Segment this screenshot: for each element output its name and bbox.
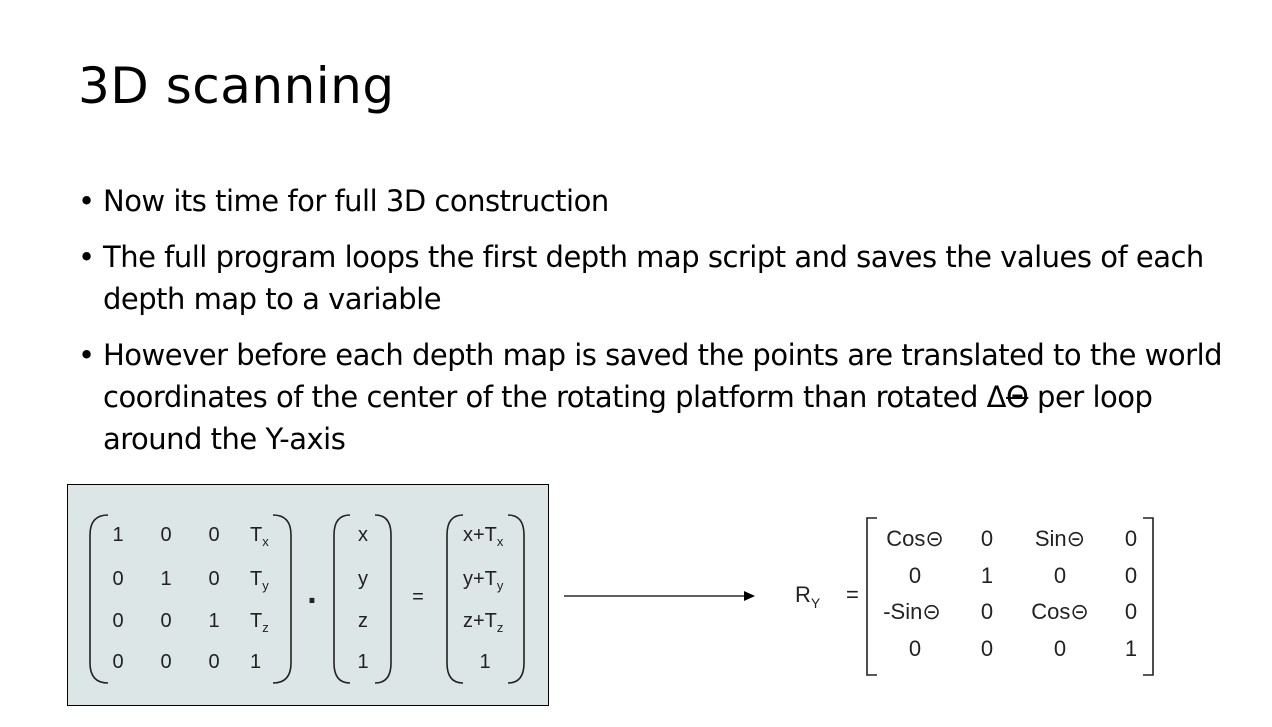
result-cell: 1	[479, 651, 490, 673]
rotation-cell: 0	[1054, 636, 1066, 661]
matrix-cell: 0	[160, 524, 171, 546]
translation-equation-svg: 1 0 0 Tx 0 1 0 Ty 0 0 1 Tz 0 0 0 1 . x y…	[89, 514, 525, 684]
bullet-item: • Now its time for full 3D construction	[78, 180, 1238, 222]
vector-cell: y	[358, 568, 368, 590]
rotation-cell: 1	[1125, 636, 1137, 661]
result-left-bracket	[446, 514, 464, 684]
result-cell-sub: y	[497, 578, 504, 593]
bullet-text: Now its time for full 3D construction	[103, 184, 609, 218]
result-cell-sub: z	[497, 620, 504, 635]
rotation-cell: 0	[1125, 526, 1137, 551]
rotation-matrix-image: RY = Cos⊝ 0 Sin⊝ 0 0 1 0 0 -Sin⊝ 0 Cos⊝ …	[795, 517, 1154, 676]
matrix-cell: 1	[208, 610, 219, 632]
bullet-marker: •	[78, 184, 95, 218]
result-cell: y+Ty	[463, 568, 504, 593]
rotation-label-sub: Y	[811, 595, 821, 611]
rotation-equals: =	[846, 582, 859, 607]
matrix-cell: 0	[112, 651, 123, 673]
matrix-cell-sub: z	[262, 620, 269, 635]
matrix-cell: Tz	[250, 610, 269, 635]
bullet-text-post: per loop around the Y-axis	[103, 380, 1153, 456]
rotation-brackets	[866, 517, 1154, 676]
bullet-text: However before each depth map is saved t…	[103, 338, 1223, 456]
matrix-cell: Ty	[250, 568, 269, 593]
vector-left-bracket	[333, 514, 351, 684]
result-cell: z+Tz	[463, 610, 503, 635]
matrix-cell: 1	[112, 524, 123, 546]
matrix-cell: Tx	[250, 524, 269, 549]
matrix-cell: 1	[250, 651, 261, 673]
result-cell-main: z+T	[463, 610, 497, 632]
result-cell-sub: x	[497, 534, 504, 549]
bullet-list: • Now its time for full 3D construction …	[78, 180, 1238, 474]
rotation-label-main: R	[795, 582, 811, 607]
rotation-cell: 0	[981, 526, 993, 551]
matrix-cell: 0	[208, 651, 219, 673]
matrix-cell: 1	[160, 568, 171, 590]
bullet-item: • However before each depth map is saved…	[78, 334, 1238, 460]
result-cell: x+Tx	[463, 524, 504, 549]
matrix-cell: 0	[112, 610, 123, 632]
bullet-marker: •	[78, 240, 95, 274]
right-arrow-icon	[564, 591, 755, 601]
result-right-bracket	[507, 514, 525, 684]
rotation-cell: -Sin⊝	[883, 599, 941, 624]
matrix-cell: 0	[160, 651, 171, 673]
rotation-cell: Cos⊝	[1031, 599, 1089, 624]
matrix-cell: 0	[160, 610, 171, 632]
rotation-label: RY	[795, 582, 821, 611]
matrix-cell-main: T	[250, 568, 262, 590]
result-cell-main: x+T	[463, 524, 497, 546]
vector-right-bracket	[374, 514, 392, 684]
rotation-cell: 0	[1054, 563, 1066, 588]
bullet-marker: •	[78, 338, 95, 372]
equals-sign: =	[412, 586, 424, 608]
translation-equation-image: 1 0 0 Tx 0 1 0 Ty 0 0 1 Tz 0 0 0 1 . x y…	[67, 484, 549, 706]
rotation-cell: 0	[909, 636, 921, 661]
rotation-cell: 1	[981, 563, 993, 588]
rotation-cell: Cos⊝	[886, 526, 944, 551]
matrix-cell-sub: y	[262, 578, 269, 593]
vector-cell: x	[358, 524, 368, 546]
matrix-cell: 0	[208, 568, 219, 590]
matrix-cell: 0	[112, 568, 123, 590]
vector-cell: z	[358, 610, 368, 632]
rotation-cell: 0	[909, 563, 921, 588]
rotation-cell: 0	[1125, 599, 1137, 624]
matrix-cell: 0	[208, 524, 219, 546]
matrix-right-bracket	[272, 514, 292, 684]
bullet-text-pre: However before each depth map is saved t…	[103, 338, 1223, 414]
matrix-cell-sub: x	[262, 534, 269, 549]
matrix-cell-main: T	[250, 610, 262, 632]
matrix-cell-main: 1	[250, 651, 261, 673]
slide-title: 3D scanning	[78, 57, 395, 115]
matrix-left-bracket	[89, 514, 109, 684]
matrix-cell-main: T	[250, 524, 262, 546]
bullet-item: • The full program loops the first depth…	[78, 236, 1238, 320]
bullet-text: The full program loops the first depth m…	[103, 240, 1204, 316]
rotation-cell: 0	[981, 599, 993, 624]
result-cell-main: y+T	[463, 568, 497, 590]
rotation-cell: 0	[981, 636, 993, 661]
multiply-dot: .	[307, 573, 316, 611]
vector-cell: 1	[357, 651, 368, 673]
rotation-cell: Sin⊝	[1035, 526, 1085, 551]
theta-symbol: Θ	[1006, 380, 1029, 414]
rotation-cell: 0	[1125, 563, 1137, 588]
